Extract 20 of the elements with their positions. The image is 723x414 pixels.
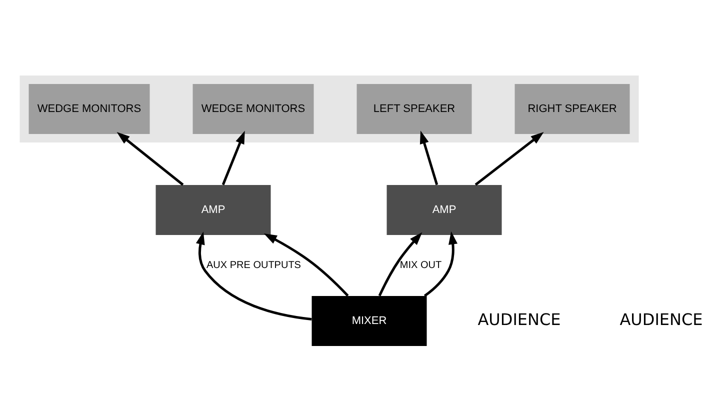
arrow [378,232,422,296]
arrow [264,233,349,297]
node-box: LEFT SPEAKER [356,84,472,134]
node-box: RIGHT SPEAKER [514,84,630,134]
node-box: AMP [386,185,502,235]
label: AUDIENCE [478,310,561,329]
arrow [424,231,458,297]
arrow [196,232,312,320]
arrow [222,130,245,186]
label: AUDIENCE [620,310,703,329]
cluster [20,76,639,142]
node-box: AMP [156,185,271,235]
edge-label: AUX PRE OUTPUTS [206,260,301,271]
arrow [474,132,544,186]
arrow [116,132,184,186]
node-box: WEDGE MONITORS [28,84,150,134]
edge-label: MIX OUT [400,260,442,271]
node-box: MIXER [312,296,427,346]
arrow [420,130,438,186]
node-box: WEDGE MONITORS [192,84,314,134]
